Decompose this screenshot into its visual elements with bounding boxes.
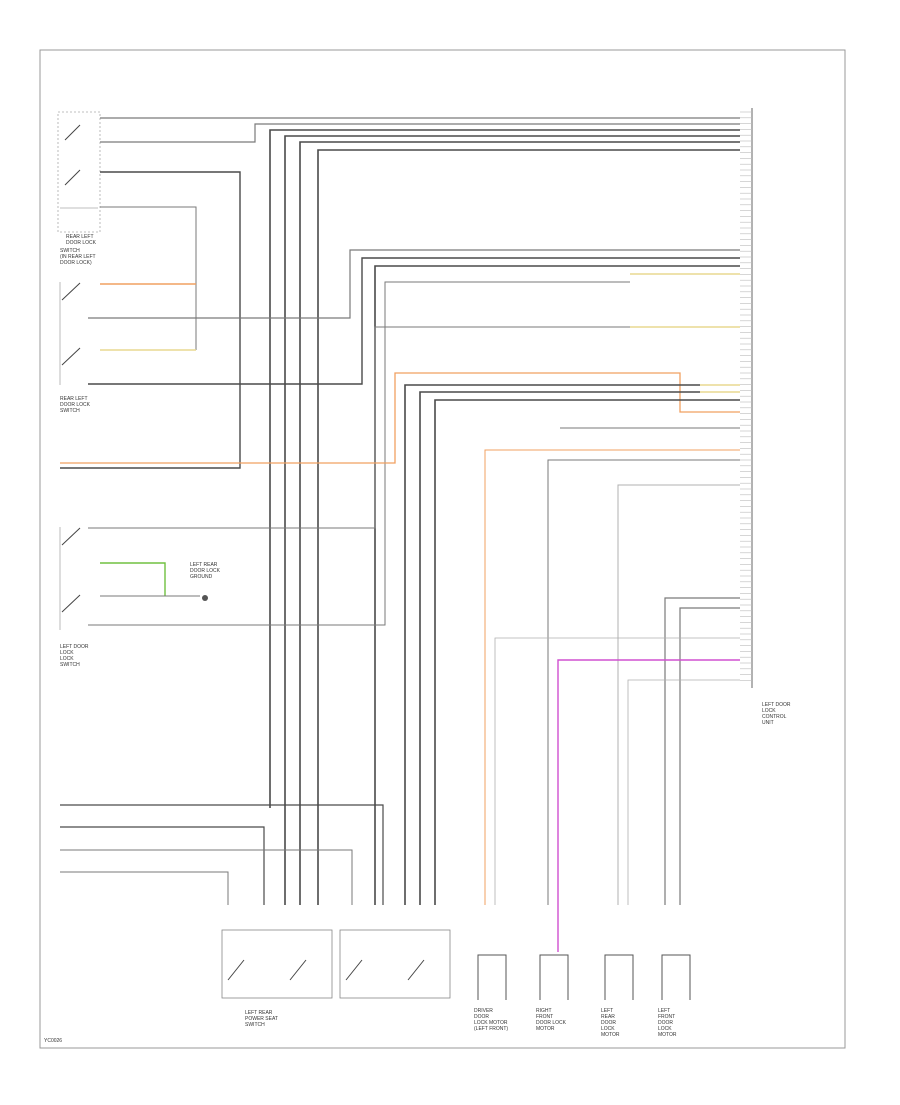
bottom-connector-2-label-3: MOTOR (536, 1026, 555, 1032)
caption-module-2: LOCK (762, 708, 776, 714)
caption-rear-seat-5: DOOR LOCK) (60, 260, 92, 266)
wire-top-3 (269, 129, 740, 808)
caption-ground-1: LEFT REAR (190, 562, 218, 568)
bottom-connector-2 (539, 954, 569, 1000)
caption-rear-seat-3: SWITCH (60, 248, 80, 254)
caption-ground-3: GROUND (190, 574, 213, 580)
wire-bottom-2 (60, 826, 265, 905)
caption-power-seat-3: SWITCH (245, 1022, 265, 1028)
wire-orange-2 (60, 372, 740, 464)
bottom-connector-1-label-3: (LEFT FRONT) (474, 1026, 508, 1032)
bottom-switch-group-left (221, 929, 333, 999)
caption-module-4: UNIT (762, 720, 774, 726)
bottom-connector-3-label-0: LEFT (601, 1008, 613, 1014)
control-module (740, 108, 753, 688)
captions: REAR LEFT DOOR LOCK SWITCH (IN REAR LEFT… (44, 234, 791, 1044)
wire-low-8 (679, 607, 740, 905)
wire-orange-3 (484, 449, 740, 905)
wire-violet (557, 659, 740, 952)
caption-left-door-1: LEFT DOOR (60, 644, 89, 650)
bottom-connector-3-label-2: DOOR (601, 1020, 616, 1026)
wire-low-9 (494, 637, 740, 905)
caption-power-seat-1: LEFT REAR (245, 1010, 273, 1016)
bottom-connector-3-label-3: LOCK (601, 1026, 615, 1032)
ground-symbol (202, 595, 208, 601)
caption-module-1: LEFT DOOR (762, 702, 791, 708)
bottom-connector-1-label-2: LOCK MOTOR (474, 1020, 508, 1026)
wire-low-1 (404, 384, 700, 905)
caption-rear-seat-1: REAR LEFT (66, 234, 94, 240)
bottom-connector-4-label-2: DOOR (658, 1020, 673, 1026)
caption-left-door-4: SWITCH (60, 662, 80, 668)
rear-left-seat-switch (59, 282, 81, 385)
wire-bottom-3 (60, 849, 353, 905)
caption-rear-seat-4: (IN REAR LEFT (60, 254, 96, 260)
wire-switch-1 (60, 171, 241, 469)
bottom-connector-3-label-4: MOTOR (601, 1032, 620, 1038)
wire-mid-1 (88, 249, 740, 319)
bottom-connector-2-label-2: DOOR LOCK (536, 1020, 567, 1026)
wire-green (100, 562, 166, 596)
bottom-connector-3-label-1: REAR (601, 1014, 615, 1020)
footer-code: YC0026 (44, 1038, 62, 1044)
caption-left-door-2: LOCK (60, 650, 74, 656)
caption-power-seat-2: POWER SEAT (245, 1016, 278, 1022)
caption-ground-2: DOOR LOCK (190, 568, 221, 574)
bottom-connector-1 (477, 954, 507, 1000)
bottom-connector-4-label-0: LEFT (658, 1008, 670, 1014)
left-door-lock-switch (59, 527, 208, 630)
diagram-frame (39, 49, 846, 1049)
wire-switch-2 (100, 206, 197, 350)
rear-left-door-lock-switch (57, 111, 101, 233)
wire-low-5 (547, 459, 740, 905)
module-pins (740, 111, 752, 681)
bottom-connector-4-label-4: MOTOR (658, 1032, 677, 1038)
caption-rear-lock-1: REAR LEFT (60, 396, 88, 402)
caption-module-3: CONTROL (762, 714, 787, 720)
wire-low-6 (617, 484, 740, 905)
bottom-connector-4 (661, 954, 691, 1000)
wires (60, 117, 740, 952)
wire-mid-3 (374, 265, 740, 905)
wire-top-2 (100, 123, 740, 143)
wire-mid-2 (88, 257, 740, 385)
caption-left-door-3: LOCK (60, 656, 74, 662)
wire-top-4 (284, 135, 740, 905)
wire-bottom-1 (60, 804, 384, 905)
bottom-connector-3 (604, 954, 634, 1000)
caption-rear-lock-3: SWITCH (60, 408, 80, 414)
wire-low-7 (664, 597, 740, 905)
wire-bottom-4 (60, 871, 229, 905)
bottom-connector-1-label-0: DRIVER (474, 1008, 493, 1014)
wire-mid-5 (88, 281, 630, 626)
wire-low-10 (627, 679, 740, 905)
bottom-connector-2-label-0: RIGHT (536, 1008, 552, 1014)
wire-top-5 (299, 141, 740, 905)
bottom-switch-group-right (339, 929, 451, 999)
bottom-connector-1-label-1: DOOR (474, 1014, 489, 1020)
bottom-connector-4-label-1: FRONT (658, 1014, 675, 1020)
caption-rear-seat-2: DOOR LOCK (66, 240, 97, 246)
wire-low-3 (434, 399, 740, 905)
wire-top-6 (317, 149, 740, 905)
wire-mid-4 (88, 326, 630, 529)
bottom-connector-2-label-1: FRONT (536, 1014, 553, 1020)
wire-low-2 (419, 391, 700, 905)
caption-rear-lock-2: DOOR LOCK (60, 402, 91, 408)
bottom-connector-4-label-3: LOCK (658, 1026, 672, 1032)
